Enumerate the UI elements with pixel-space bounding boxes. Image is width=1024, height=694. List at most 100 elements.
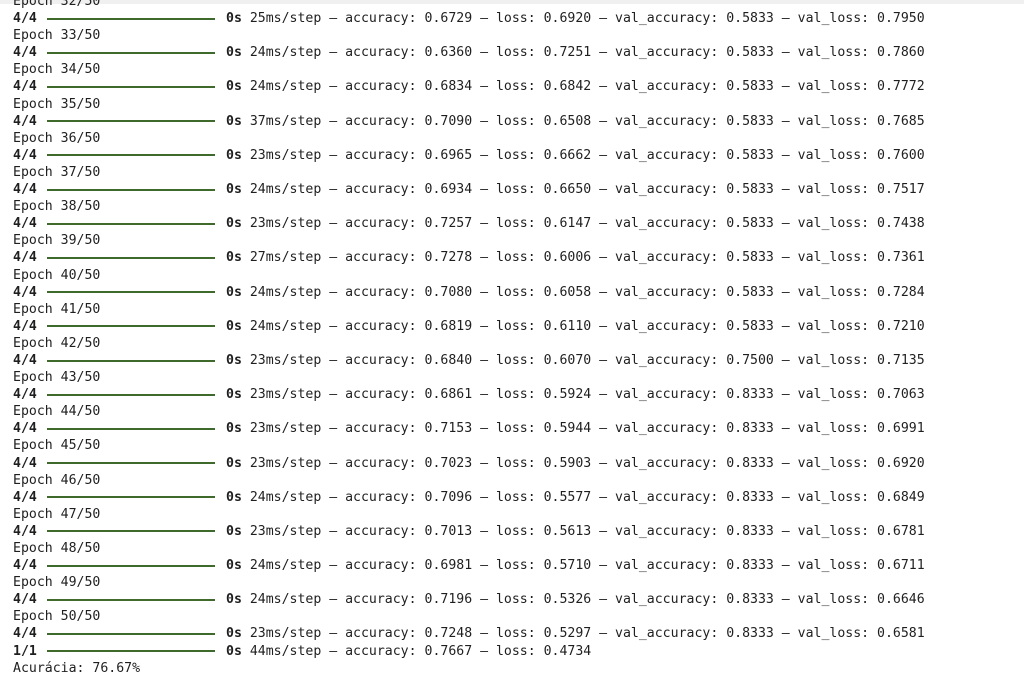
progress-bar bbox=[47, 222, 215, 225]
progress-bar-fill bbox=[47, 598, 215, 601]
metrics-text: 24ms/step – accuracy: 0.6360 – loss: 0.7… bbox=[241, 45, 925, 61]
epoch-label: Epoch 34/50 bbox=[13, 62, 101, 78]
metrics-text: 23ms/step – accuracy: 0.6840 – loss: 0.6… bbox=[241, 352, 925, 368]
epoch-header: Epoch 50/50 bbox=[13, 608, 1013, 625]
progress-bar bbox=[47, 325, 215, 328]
epoch-header: Epoch 32/50 bbox=[13, 0, 1013, 10]
epoch-label: Epoch 41/50 bbox=[13, 301, 101, 317]
eta-label: 0s bbox=[226, 643, 242, 659]
step-counter: 4/4 bbox=[13, 592, 37, 608]
progress-bar-fill bbox=[47, 496, 215, 499]
epoch-header: Epoch 38/50 bbox=[13, 198, 1013, 215]
eta-label: 0s bbox=[226, 352, 242, 368]
epoch-label: Epoch 50/50 bbox=[13, 609, 101, 625]
metrics-text: 24ms/step – accuracy: 0.7096 – loss: 0.5… bbox=[241, 489, 925, 505]
epoch-label: Epoch 44/50 bbox=[13, 404, 101, 420]
eta-label: 0s bbox=[226, 489, 242, 505]
epoch-header: Epoch 43/50 bbox=[13, 369, 1013, 386]
epoch-header: Epoch 34/50 bbox=[13, 61, 1013, 78]
eta-label: 0s bbox=[226, 455, 242, 471]
eta-label: 0s bbox=[226, 318, 242, 334]
eta-label: 0s bbox=[226, 250, 242, 266]
progress-bar-fill bbox=[47, 17, 215, 20]
progress-bar bbox=[47, 650, 215, 653]
eta-label: 0s bbox=[226, 147, 242, 163]
progress-bar bbox=[47, 120, 215, 123]
epoch-header: Epoch 35/50 bbox=[13, 96, 1013, 113]
output-top-border bbox=[0, 0, 1024, 4]
epoch-header: Epoch 45/50 bbox=[13, 437, 1013, 454]
progress-bar bbox=[47, 427, 215, 430]
progress-bar-fill bbox=[47, 188, 215, 191]
progress-line: 4/4 0s 23ms/step – accuracy: 0.6840 – los… bbox=[13, 352, 1013, 369]
eta-label: 0s bbox=[226, 113, 242, 129]
progress-bar-fill bbox=[47, 51, 215, 54]
metrics-text: 24ms/step – accuracy: 0.7196 – loss: 0.5… bbox=[241, 592, 925, 608]
epoch-header: Epoch 39/50 bbox=[13, 232, 1013, 249]
step-counter: 4/4 bbox=[13, 182, 37, 198]
eta-label: 0s bbox=[226, 387, 242, 403]
step-counter: 4/4 bbox=[13, 216, 37, 232]
epoch-header: Epoch 33/50 bbox=[13, 27, 1013, 44]
epoch-header: Epoch 44/50 bbox=[13, 403, 1013, 420]
step-counter: 4/4 bbox=[13, 318, 37, 334]
metrics-text: 24ms/step – accuracy: 0.6981 – loss: 0.5… bbox=[241, 558, 925, 574]
metrics-text: 24ms/step – accuracy: 0.7080 – loss: 0.6… bbox=[241, 284, 925, 300]
eta-label: 0s bbox=[226, 626, 242, 642]
eta-label: 0s bbox=[226, 523, 242, 539]
epoch-header: Epoch 47/50 bbox=[13, 506, 1013, 523]
step-counter: 4/4 bbox=[13, 113, 37, 129]
metrics-text: 44ms/step – accuracy: 0.7667 – loss: 0.4… bbox=[241, 643, 592, 659]
metrics-text: 24ms/step – accuracy: 0.6834 – loss: 0.6… bbox=[241, 79, 925, 95]
progress-bar-fill bbox=[47, 222, 215, 225]
epoch-label: Epoch 48/50 bbox=[13, 541, 101, 556]
epoch-header: Epoch 40/50 bbox=[13, 267, 1013, 284]
progress-bar bbox=[47, 86, 215, 89]
step-counter: 4/4 bbox=[13, 147, 37, 163]
metrics-text: 23ms/step – accuracy: 0.7248 – loss: 0.5… bbox=[241, 626, 925, 642]
progress-bar-fill bbox=[47, 86, 215, 89]
progress-bar-fill bbox=[47, 256, 215, 259]
eta-label: 0s bbox=[226, 45, 242, 61]
progress-bar-fill bbox=[47, 462, 215, 465]
progress-bar-fill bbox=[47, 154, 215, 157]
eta-label: 0s bbox=[226, 216, 242, 232]
metrics-text: 24ms/step – accuracy: 0.6819 – loss: 0.6… bbox=[241, 318, 925, 334]
progress-bar-fill bbox=[47, 427, 215, 430]
progress-bar-fill bbox=[47, 530, 215, 533]
step-counter: 4/4 bbox=[13, 45, 37, 61]
epoch-header: Epoch 49/50 bbox=[13, 574, 1013, 591]
eta-label: 0s bbox=[226, 79, 242, 95]
progress-bar bbox=[47, 256, 215, 259]
result-line: Acurácia: 76.67% bbox=[13, 660, 1013, 677]
progress-line: 4/4 0s 24ms/step – accuracy: 0.6360 – los… bbox=[13, 44, 1013, 61]
accuracy-result: Acurácia: 76.67% bbox=[13, 660, 141, 676]
epoch-label: Epoch 46/50 bbox=[13, 472, 101, 488]
epoch-header: Epoch 48/50 bbox=[13, 540, 1013, 557]
step-counter: 4/4 bbox=[13, 421, 37, 437]
step-counter: 4/4 bbox=[13, 11, 37, 27]
epoch-header: Epoch 37/50 bbox=[13, 164, 1013, 181]
epoch-label: Epoch 49/50 bbox=[13, 575, 101, 591]
eta-label: 0s bbox=[226, 421, 242, 437]
progress-line: 4/4 0s 24ms/step – accuracy: 0.6819 – los… bbox=[13, 318, 1013, 335]
progress-bar bbox=[47, 393, 215, 396]
step-counter: 4/4 bbox=[13, 352, 37, 368]
epoch-header: Epoch 41/50 bbox=[13, 301, 1013, 318]
epoch-label: Epoch 42/50 bbox=[13, 335, 101, 351]
metrics-text: 23ms/step – accuracy: 0.7023 – loss: 0.5… bbox=[241, 455, 925, 471]
step-counter: 4/4 bbox=[13, 387, 37, 403]
